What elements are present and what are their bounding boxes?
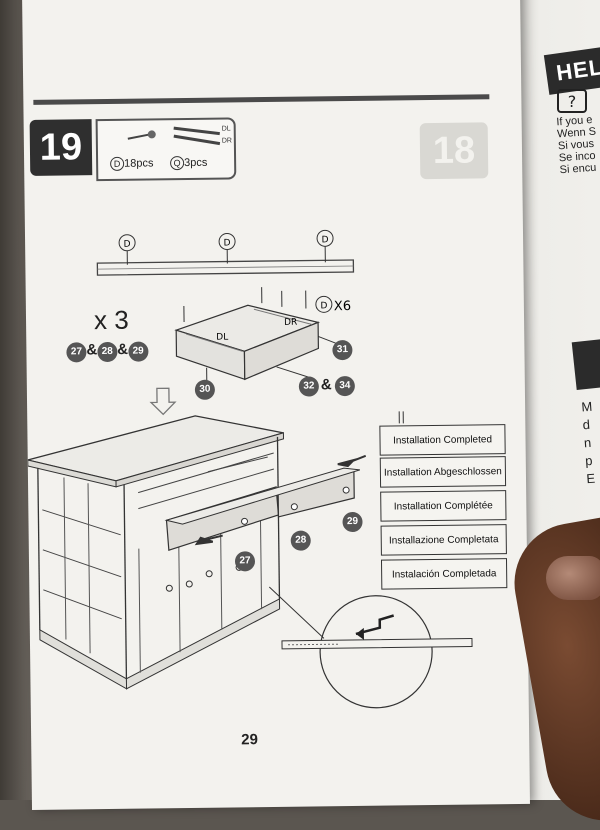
help-line: E bbox=[586, 470, 598, 489]
part-badge: 27 bbox=[66, 342, 86, 362]
drawers-sliding-in bbox=[166, 456, 367, 550]
drawer-screw-code: D bbox=[320, 301, 327, 311]
slide-detail-callout bbox=[269, 585, 472, 709]
help-line: Si encu bbox=[559, 162, 599, 177]
arrow-down-icon bbox=[151, 388, 175, 414]
help-tab: HEL bbox=[544, 37, 600, 95]
completion-label-fr: Installation Complétée bbox=[380, 490, 506, 522]
completion-label-it: Installazione Completata bbox=[381, 524, 507, 556]
amp-symbol: & bbox=[117, 341, 128, 358]
drawer-box-diagram: DL DR D X6 bbox=[176, 286, 352, 382]
screw-callout-d: D bbox=[322, 235, 329, 245]
part-badge: 32 bbox=[299, 376, 319, 396]
help-text-lines: If you e Wenn S Si vous Se inco Si encu bbox=[556, 114, 599, 177]
thumb bbox=[546, 556, 600, 600]
completion-label-es: Instalación Completada bbox=[381, 558, 507, 590]
part-badge: 28 bbox=[97, 342, 117, 362]
part-badge-front: 31 bbox=[332, 340, 352, 360]
quantity-multiplier: x 3 bbox=[94, 305, 129, 336]
drawer-badge: 28 bbox=[291, 531, 311, 551]
drawer-set-badges: 27&28&29 bbox=[66, 340, 148, 362]
screw-callout-d: D bbox=[224, 238, 231, 248]
svg-text:?: ? bbox=[568, 92, 577, 111]
drawer-side-label-dr: DR bbox=[284, 318, 297, 328]
completion-label-en: Installation Completed bbox=[379, 424, 505, 456]
part-badge: 34 bbox=[335, 376, 355, 396]
part-badge-bottom: 30 bbox=[195, 380, 215, 400]
amp-symbol: & bbox=[321, 376, 332, 393]
help-section-block bbox=[572, 334, 600, 390]
help-line: p bbox=[585, 452, 597, 471]
help-line: M bbox=[581, 398, 593, 417]
drawer-screw-count: X6 bbox=[334, 299, 351, 314]
drawer-side-label-dl: DL bbox=[216, 333, 228, 343]
page-number: 29 bbox=[241, 731, 258, 748]
amp-symbol: & bbox=[86, 341, 97, 358]
help-line: n bbox=[583, 434, 595, 453]
help-line: d bbox=[582, 416, 594, 435]
drawer-badge: 29 bbox=[342, 512, 362, 532]
completion-label-de: Installation Abgeschlossen bbox=[380, 456, 506, 488]
drawer-rail-diagram: D D D bbox=[97, 230, 353, 275]
assembly-diagram: D D D DL DR D X6 bbox=[22, 0, 530, 810]
drawer-badge: 27 bbox=[235, 551, 255, 571]
screw-callout-d: D bbox=[124, 240, 131, 250]
help-text-lines-2: M d n p E bbox=[581, 398, 598, 489]
part-badge: 29 bbox=[128, 341, 148, 361]
